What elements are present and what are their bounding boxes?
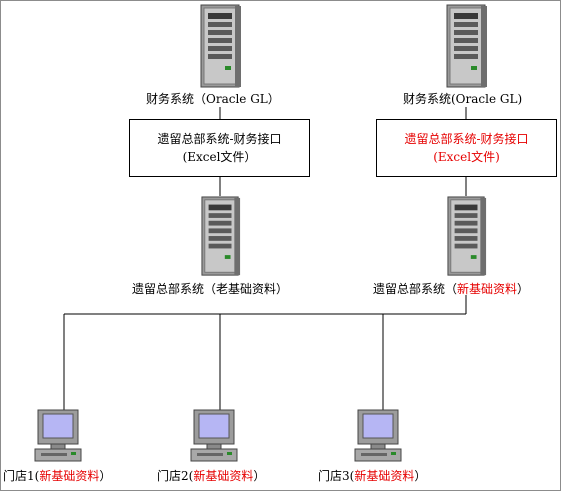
store-1-prefix: 门店1(	[3, 469, 40, 483]
store-2-prefix: 门店2(	[157, 469, 194, 483]
store-3-prefix: 门店3(	[318, 469, 355, 483]
left-interface-box: 遗留总部系统-财务接口 (Excel文件）	[129, 119, 310, 177]
store-3-suffix: ）	[414, 469, 427, 483]
left-legacy-prefix: 遗留总部系统（	[132, 282, 217, 296]
desktop-computer-icon	[34, 409, 82, 462]
store-1-label: 门店1(新基础资料）	[3, 469, 111, 483]
right-interface-title: 遗留总部系统-财务接口	[404, 132, 529, 146]
desktop-computer-icon	[190, 409, 238, 462]
right-legacy-highlight: 新基础资料	[457, 282, 518, 296]
right-legacy-suffix: ）	[517, 282, 530, 296]
right-interface-format: (Excel文件)	[433, 150, 500, 164]
right-finance-system-label: 财务系统(Oracle GL)	[403, 92, 523, 106]
store-2-label: 门店2(新基础资料）	[157, 469, 265, 483]
left-finance-system-label: 财务系统（Oracle GL）	[146, 92, 280, 106]
store-1-suffix: ）	[99, 469, 112, 483]
server-tower-icon	[201, 196, 241, 276]
left-interface-title: 遗留总部系统-财务接口	[157, 132, 282, 146]
server-tower-icon	[446, 4, 487, 88]
store-3-highlight: 新基础资料	[354, 469, 415, 483]
right-interface-box: 遗留总部系统-财务接口 (Excel文件)	[376, 119, 557, 177]
store-2-highlight: 新基础资料	[193, 469, 254, 483]
store-3-label: 门店3(新基础资料）	[318, 469, 426, 483]
right-legacy-system-label: 遗留总部系统（新基础资料）	[373, 282, 529, 296]
right-legacy-prefix: 遗留总部系统（	[373, 282, 458, 296]
server-tower-icon	[200, 4, 241, 88]
desktop-computer-icon	[354, 409, 402, 462]
left-legacy-highlight: 老基础资料	[216, 282, 277, 296]
store-2-suffix: ）	[253, 469, 266, 483]
left-interface-format: (Excel文件）	[182, 150, 257, 164]
server-tower-icon	[447, 196, 487, 276]
left-legacy-suffix: ）	[276, 282, 289, 296]
left-legacy-system-label: 遗留总部系统（老基础资料）	[132, 282, 288, 296]
store-1-highlight: 新基础资料	[39, 469, 100, 483]
